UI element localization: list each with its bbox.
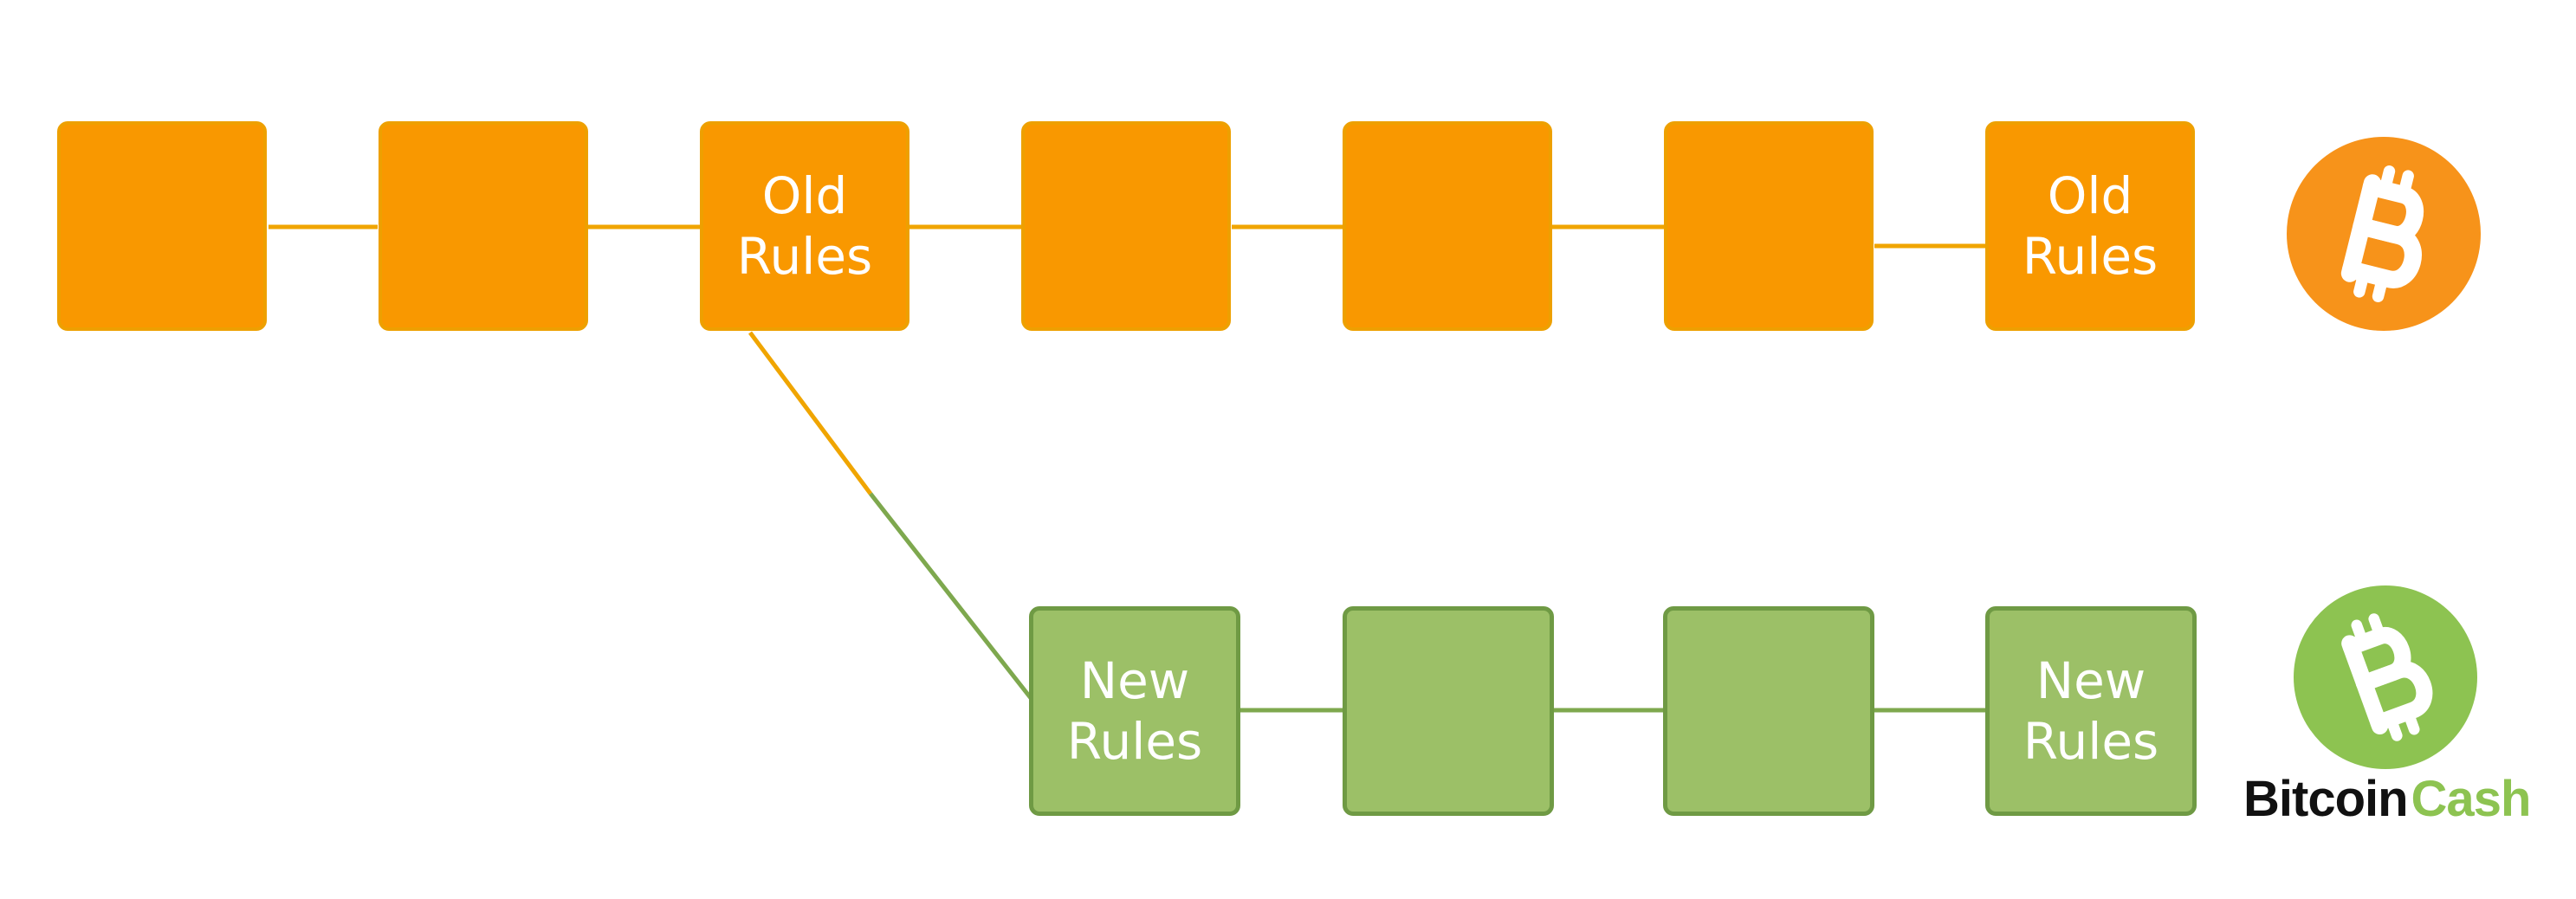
new-block-2 bbox=[1343, 606, 1554, 816]
old-block-fork-point: Old Rules bbox=[700, 121, 909, 331]
old-block-4 bbox=[1021, 121, 1231, 331]
wordmark-bitcoin: Bitcoin bbox=[2243, 771, 2409, 827]
old-block-6 bbox=[1664, 121, 1874, 331]
old-block-5 bbox=[1343, 121, 1552, 331]
new-block-1: New Rules bbox=[1029, 606, 1240, 816]
wordmark-cash: Cash bbox=[2411, 771, 2532, 827]
bitcoin-cash-wordmark: BitcoinCash bbox=[2243, 769, 2532, 830]
old-block-7: Old Rules bbox=[1985, 121, 2195, 331]
fork-link-old bbox=[748, 331, 873, 495]
bitcoin-cash-symbol bbox=[2341, 613, 2433, 741]
old-block-2 bbox=[379, 121, 588, 331]
bitcoin-icon bbox=[2287, 137, 2481, 331]
fork-link-new bbox=[869, 492, 1032, 700]
bitcoin-cash-icon bbox=[2294, 585, 2477, 769]
new-block-4: New Rules bbox=[1985, 606, 2197, 816]
new-block-3 bbox=[1663, 606, 1874, 816]
bitcoin-symbol bbox=[2340, 165, 2424, 302]
old-block-1 bbox=[57, 121, 267, 331]
